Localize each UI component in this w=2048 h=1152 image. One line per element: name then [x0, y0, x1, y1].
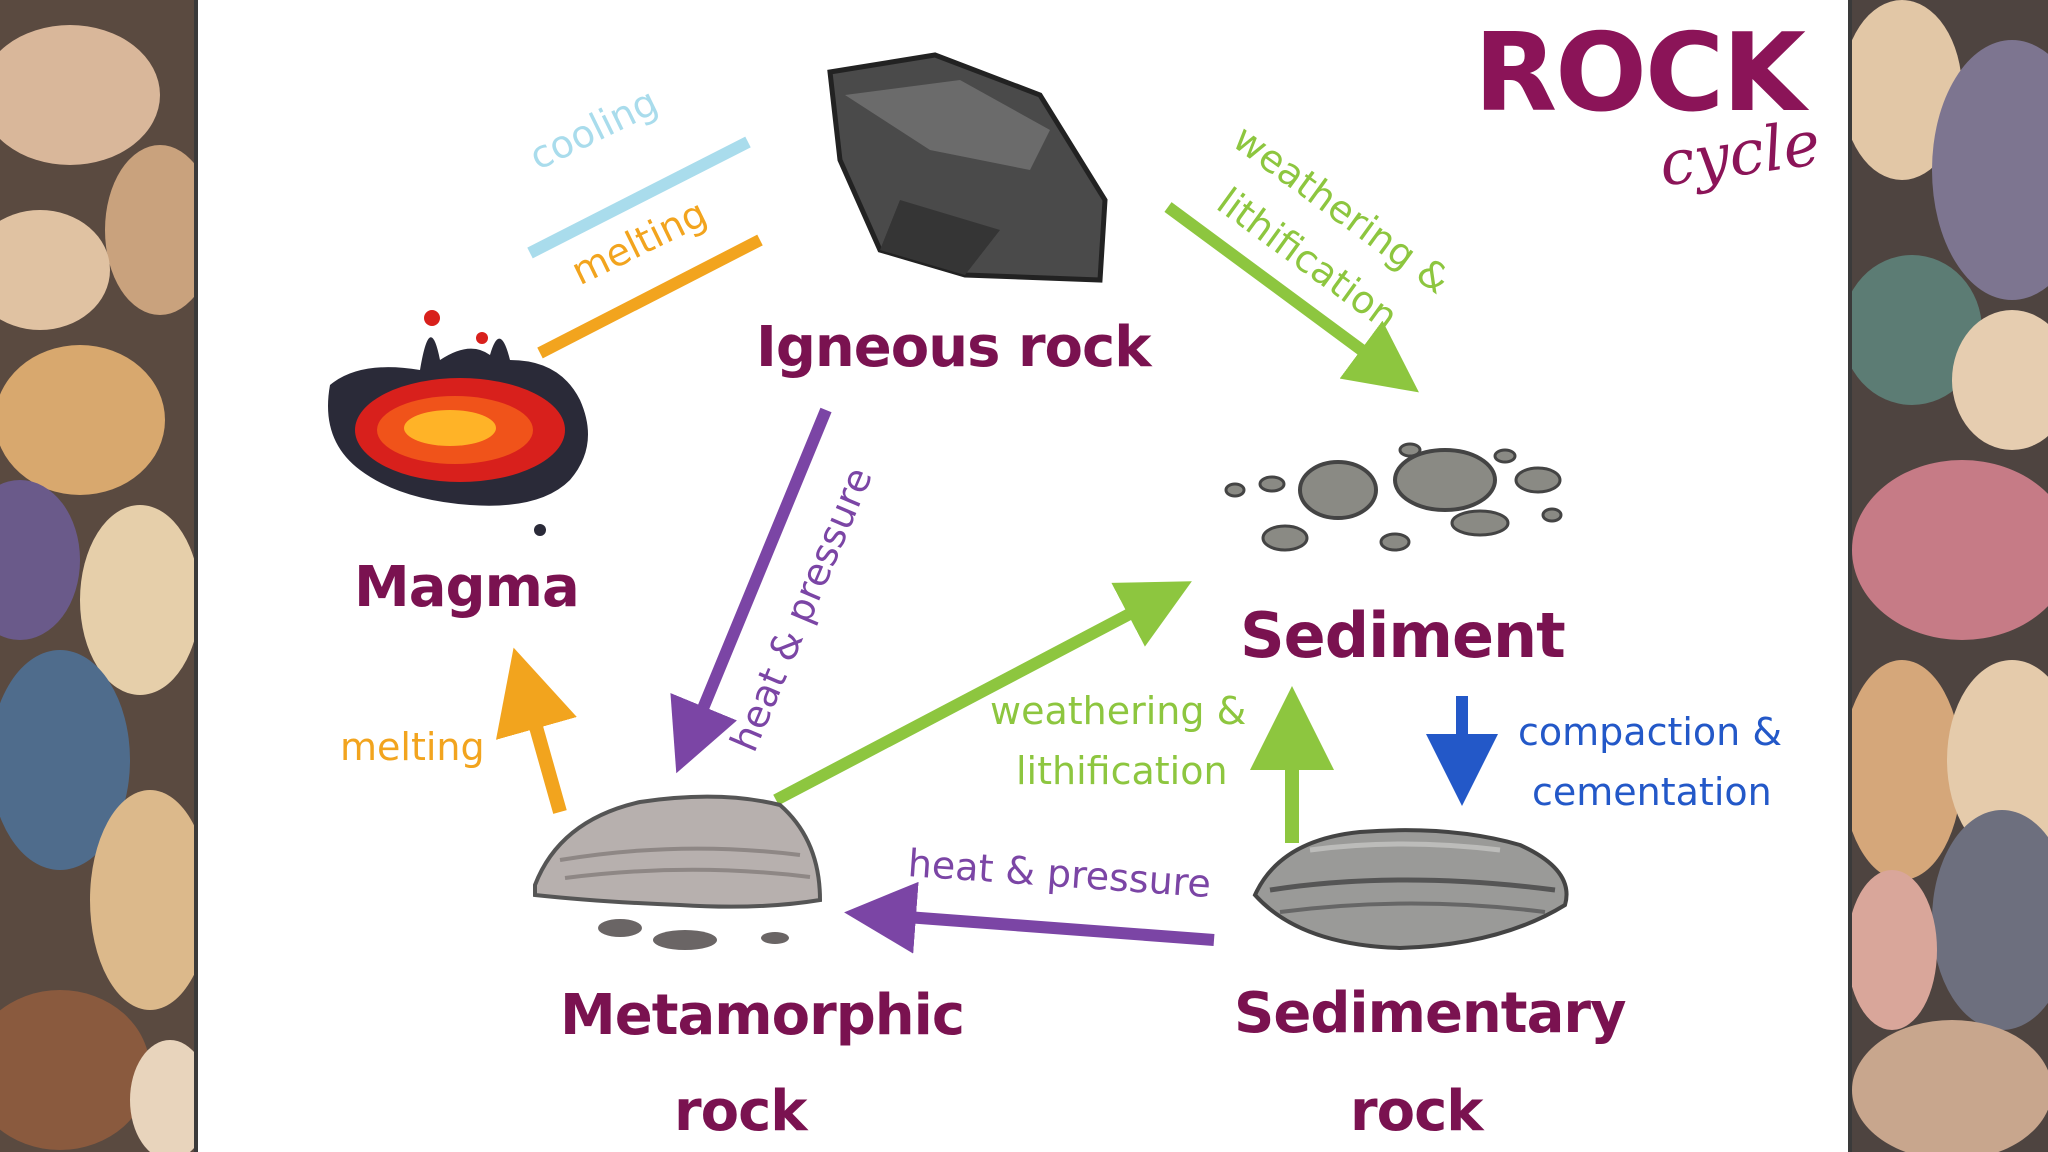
left-pebble-border [0, 0, 194, 1152]
node-metamorphic-line2: rock [674, 1079, 808, 1144]
arrow-sedimentary-to-metamorphic [844, 881, 1215, 954]
igneous-rock-image [827, 52, 1108, 283]
sediment-image [1224, 442, 1563, 552]
metamorphic-rock-image [533, 794, 823, 950]
arrow-igneous-to-sediment [1164, 202, 1419, 393]
melting-bar-top [537, 234, 763, 359]
label-melting-left: melting [340, 725, 485, 769]
node-igneous-rock: Igneous rock [756, 315, 1151, 380]
arrow-metamorphic-to-magma [495, 647, 577, 814]
node-magma: Magma [354, 555, 580, 620]
arrow-igneous-to-metamorphic [670, 407, 832, 774]
title-rock: ROCK [1474, 11, 1806, 136]
cooling-bar [527, 136, 751, 259]
magma-image [328, 310, 588, 536]
sedimentary-rock-image [1252, 828, 1569, 951]
label-compaction-line2: cementation [1532, 770, 1772, 814]
node-sedimentary-line2: rock [1350, 1079, 1484, 1144]
label-weathering-mid-line2: lithification [1016, 749, 1228, 793]
arrow-metamorphic-to-sediment [773, 581, 1192, 806]
label-weathering-mid-line1: weathering & [990, 689, 1247, 733]
node-metamorphic-line1: Metamorphic [560, 983, 965, 1048]
node-sedimentary-line1: Sedimentary [1234, 981, 1626, 1046]
node-sediment: Sediment [1240, 599, 1566, 672]
right-pebble-border [1852, 0, 2048, 1152]
label-compaction-line1: compaction & [1518, 710, 1782, 754]
